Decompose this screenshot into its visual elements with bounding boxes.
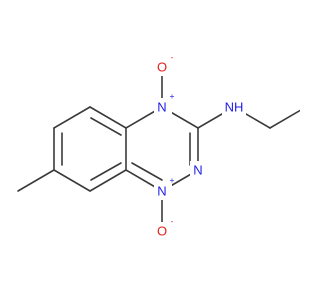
bond: [90, 117, 122, 136]
bond: [17, 169, 55, 192]
molecule-diagram: N + O - N + O - N NH: [17, 52, 300, 240]
atom-charge: -: [171, 216, 174, 226]
bond: [89, 169, 127, 192]
bond: [89, 106, 127, 129]
bond: [269, 109, 300, 129]
atom-symbol: N: [193, 163, 202, 178]
atom-symbol: N: [157, 184, 166, 199]
bond: [90, 162, 122, 181]
atom-charge: +: [170, 91, 175, 101]
bond: [53, 169, 91, 192]
atom-o-bottom: O -: [154, 216, 174, 240]
atom-labels: N + O - N + O - N NH: [154, 52, 246, 240]
structure-canvas: N + O - N + O - N NH: [17, 52, 300, 240]
atom-n-ring: N: [190, 161, 208, 179]
atom-n-oxide-bottom: N +: [154, 175, 175, 200]
bond: [53, 106, 91, 129]
atom-charge: +: [170, 175, 175, 185]
atom-nh: NH: [222, 98, 246, 116]
atom-symbol: NH: [225, 100, 244, 115]
bonds: [17, 71, 300, 227]
atom-symbol: O: [157, 60, 167, 75]
atom-symbol: O: [157, 224, 167, 239]
atom-charge: -: [171, 52, 174, 62]
atom-n-oxide-top: N +: [154, 91, 175, 116]
atom-symbol: N: [157, 100, 166, 115]
atom-o-top: O -: [154, 52, 174, 76]
bond: [131, 162, 163, 181]
